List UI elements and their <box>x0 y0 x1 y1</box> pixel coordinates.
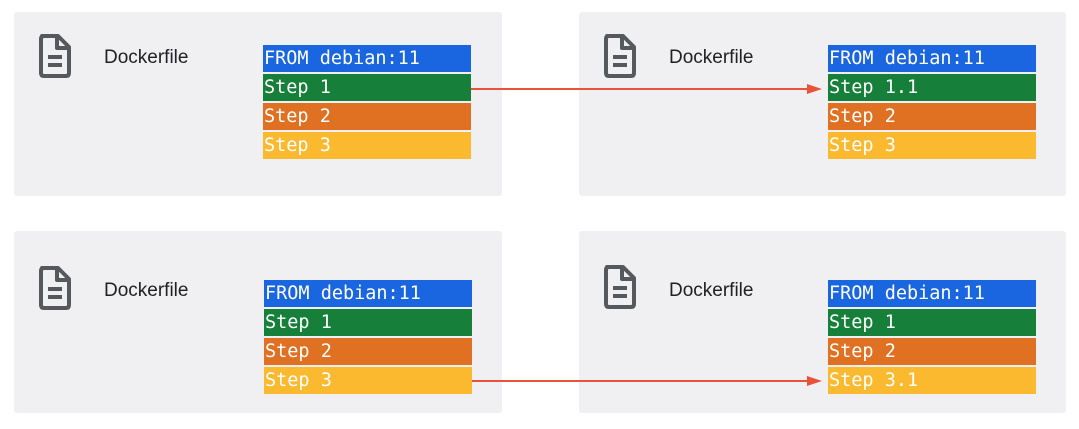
layer-base: FROM debian:11 <box>264 280 472 307</box>
arrow-step1-to-step1-1 <box>471 84 822 94</box>
layer-stack: FROM debian:11 Step 1 Step 2 Step 3.1 <box>828 280 1036 394</box>
layer-base: FROM debian:11 <box>828 280 1036 307</box>
panel-bottom-left: Dockerfile FROM debian:11 Step 1 Step 2 … <box>14 231 502 413</box>
layer-step-1: Step 1 <box>264 309 472 336</box>
document-icon <box>604 34 636 78</box>
layer-step-1: Step 1.1 <box>828 74 1036 101</box>
layer-stack: FROM debian:11 Step 1 Step 2 Step 3 <box>264 280 472 394</box>
layer-step-2: Step 2 <box>828 103 1036 130</box>
dockerfile-label: Dockerfile <box>669 47 754 68</box>
layer-step-3: Step 3.1 <box>828 367 1036 394</box>
layer-step-2: Step 2 <box>828 338 1036 365</box>
document-icon <box>604 265 636 309</box>
layer-step-2: Step 2 <box>264 338 472 365</box>
panel-top-right: Dockerfile FROM debian:11 Step 1.1 Step … <box>579 12 1066 196</box>
document-icon <box>39 34 71 78</box>
layer-step-1: Step 1 <box>828 309 1036 336</box>
layer-step-3: Step 3 <box>264 367 472 394</box>
layer-stack: FROM debian:11 Step 1.1 Step 2 Step 3 <box>828 45 1036 159</box>
panel-top-left: Dockerfile FROM debian:11 Step 1 Step 2 … <box>14 12 502 196</box>
layer-step-1: Step 1 <box>263 74 471 101</box>
arrow-step3-to-step3-1 <box>472 376 822 386</box>
dockerfile-label: Dockerfile <box>104 280 189 301</box>
dockerfile-label: Dockerfile <box>104 47 189 68</box>
layer-step-3: Step 3 <box>263 132 471 159</box>
panel-bottom-right: Dockerfile FROM debian:11 Step 1 Step 2 … <box>579 231 1066 413</box>
layer-base: FROM debian:11 <box>828 45 1036 72</box>
document-icon <box>39 266 71 310</box>
layer-stack: FROM debian:11 Step 1 Step 2 Step 3 <box>263 45 471 159</box>
layer-base: FROM debian:11 <box>263 45 471 72</box>
layer-step-3: Step 3 <box>828 132 1036 159</box>
dockerfile-label: Dockerfile <box>669 280 754 301</box>
layer-step-2: Step 2 <box>263 103 471 130</box>
